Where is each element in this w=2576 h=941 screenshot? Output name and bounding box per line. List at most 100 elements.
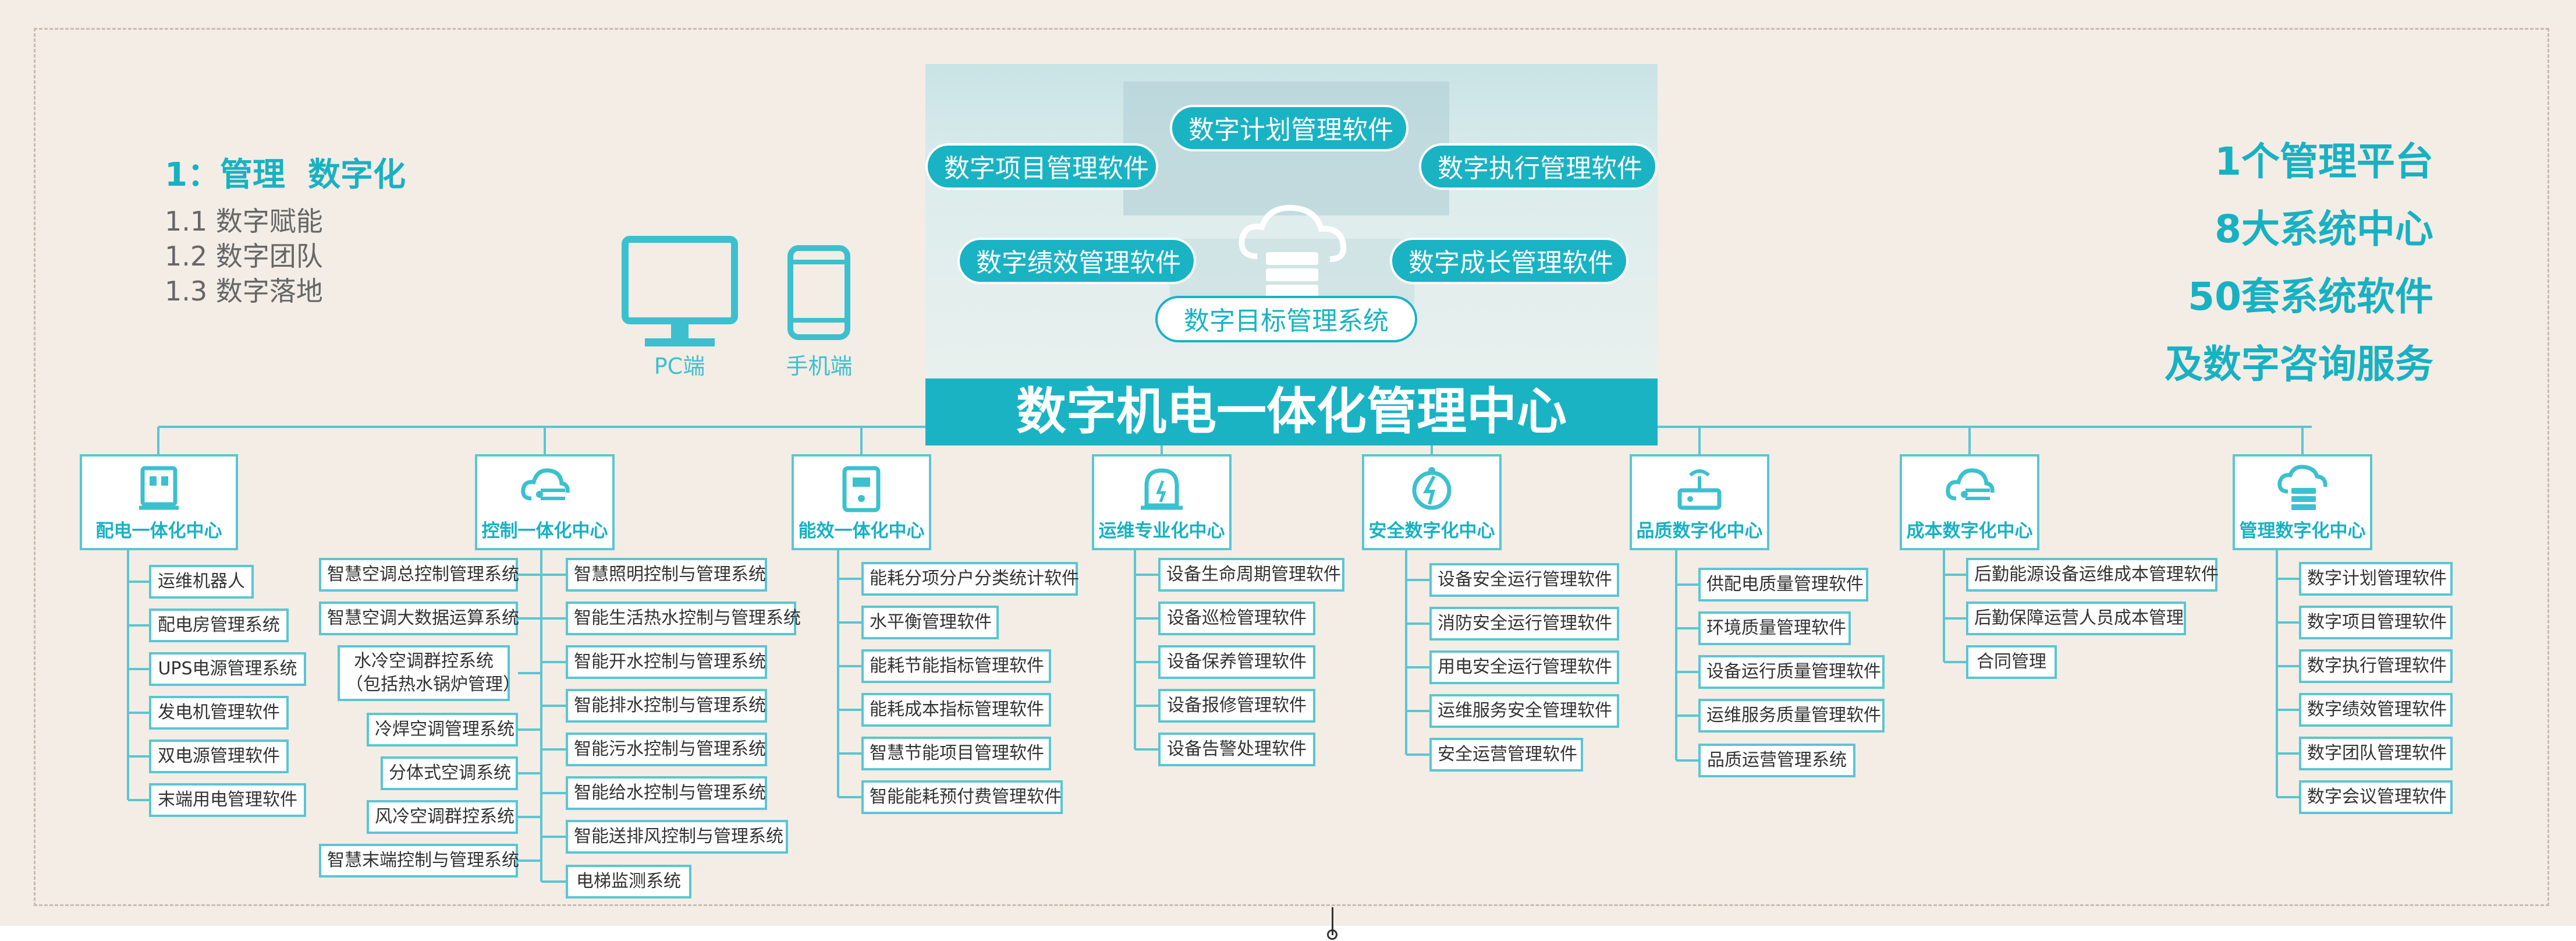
scroll-handle-dot[interactable] bbox=[1327, 929, 1337, 940]
leaf-control-l5: 分体式空调系统 bbox=[381, 756, 518, 790]
dashed-frame bbox=[34, 28, 2549, 906]
leaf-ops-1: 设备生命周期管理软件 bbox=[1158, 558, 1344, 592]
hero-image: 数字项目管理软件 数字计划管理软件 数字执行管理软件 数字绩效管理软件 数字成长… bbox=[925, 64, 1658, 378]
center-control: 控制一体化中心 bbox=[475, 454, 615, 550]
leaf-safety-5: 安全运营管理软件 bbox=[1429, 738, 1583, 772]
section-item-2: 1.2 数字团队 bbox=[165, 240, 323, 272]
leaf-ops-5: 设备告警处理软件 bbox=[1158, 733, 1315, 766]
pill-project: 数字项目管理软件 bbox=[925, 143, 1158, 190]
leaf-control-l2: 智慧空调大数据运算系统 bbox=[319, 602, 519, 635]
leaf-control-r5: 智能污水控制与管理系统 bbox=[566, 733, 767, 766]
center-management: 管理数字化中心 bbox=[2233, 454, 2372, 550]
leaf-control-r7: 智能送排风控制与管理系统 bbox=[566, 820, 788, 854]
center-label: 配电一体化中心 bbox=[95, 521, 222, 542]
pc-monitor-icon bbox=[622, 236, 738, 352]
leaf-energy-1: 能耗分项分户分类统计软件 bbox=[861, 562, 1079, 596]
leaf-energy-2: 水平衡管理软件 bbox=[861, 606, 999, 639]
section-title: 1：管理 数字化 bbox=[165, 156, 406, 194]
summary-line-4: 及数字咨询服务 bbox=[2165, 342, 2433, 387]
leaf-control-l7: 智慧末端控制与管理系统 bbox=[319, 844, 519, 878]
leaf-control-l3: 水冷空调群控系统 （包括热水锅炉管理） bbox=[338, 645, 520, 701]
leaf-energy-3: 能耗节能指标管理软件 bbox=[861, 649, 1051, 683]
summary-line-3: 50套系统软件 bbox=[2188, 274, 2433, 319]
pill-plan: 数字计划管理软件 bbox=[1170, 105, 1408, 151]
center-label: 安全数字化中心 bbox=[1368, 521, 1495, 542]
leaf-cost-3: 合同管理 bbox=[1966, 645, 2057, 679]
leaf-energy-4: 能耗成本指标管理软件 bbox=[861, 693, 1051, 727]
section-list: 1.1 数字赋能 1.2 数字团队 1.3 数字落地 bbox=[165, 204, 323, 309]
leaf-power-5: 双电源管理软件 bbox=[149, 740, 289, 773]
leaf-control-l3-line2: （包括热水锅炉管理） bbox=[346, 674, 520, 695]
center-energy-efficiency: 能效一体化中心 bbox=[792, 454, 931, 550]
leaf-mgmt-5: 数字团队管理软件 bbox=[2299, 737, 2453, 770]
pill-performance: 数字绩效管理软件 bbox=[957, 238, 1196, 284]
center-label: 能效一体化中心 bbox=[798, 521, 925, 542]
summary-block: 1个管理平台 8大系统中心 50套系统软件 及数字咨询服务 bbox=[2165, 128, 2433, 398]
cloud-server-small-icon bbox=[2276, 465, 2329, 514]
leaf-mgmt-4: 数字绩效管理软件 bbox=[2299, 693, 2453, 727]
switchgear-icon bbox=[136, 465, 182, 514]
leaf-mgmt-3: 数字执行管理软件 bbox=[2299, 649, 2453, 683]
summary-line-1: 1个管理平台 bbox=[2215, 139, 2433, 184]
leaf-control-r6: 智能给水控制与管理系统 bbox=[566, 776, 767, 810]
energy-meter-icon bbox=[841, 465, 882, 516]
leaf-power-6: 末端用电管理软件 bbox=[149, 783, 306, 817]
mobile-phone-icon bbox=[787, 245, 851, 343]
center-label: 成本数字化中心 bbox=[1906, 521, 2033, 542]
leaf-ops-3: 设备保养管理软件 bbox=[1158, 645, 1315, 679]
leaf-control-r8: 电梯监测系统 bbox=[566, 865, 691, 898]
scroll-handle[interactable] bbox=[1332, 907, 1333, 935]
leaf-safety-1: 设备安全运行管理软件 bbox=[1429, 563, 1619, 597]
safety-lightning-icon bbox=[1407, 465, 1456, 516]
leaf-safety-2: 消防安全运行管理软件 bbox=[1429, 607, 1619, 641]
leaf-mgmt-1: 数字计划管理软件 bbox=[2299, 562, 2453, 596]
leaf-energy-5: 智慧节能项目管理软件 bbox=[861, 737, 1051, 770]
center-cost: 成本数字化中心 bbox=[1900, 454, 2039, 550]
center-operations: 运维专业化中心 bbox=[1092, 454, 1232, 550]
leaf-mgmt-2: 数字项目管理软件 bbox=[2299, 606, 2453, 639]
section-item-1: 1.1 数字赋能 bbox=[165, 206, 323, 237]
leaf-quality-1: 供配电质量管理软件 bbox=[1698, 568, 1868, 602]
alarm-bell-icon bbox=[1138, 465, 1185, 516]
center-label: 品质数字化中心 bbox=[1636, 521, 1763, 542]
leaf-power-3: UPS电源管理系统 bbox=[149, 652, 306, 686]
leaf-control-r2: 智能生活热水控制与管理系统 bbox=[566, 602, 801, 635]
pill-target: 数字目标管理系统 bbox=[1155, 296, 1417, 342]
leaf-ops-4: 设备报修管理软件 bbox=[1158, 689, 1315, 723]
center-quality: 品质数字化中心 bbox=[1630, 454, 1769, 550]
leaf-power-4: 发电机管理软件 bbox=[149, 696, 289, 730]
center-power-distribution: 配电一体化中心 bbox=[80, 454, 238, 550]
leaf-control-r1: 智慧照明控制与管理系统 bbox=[566, 558, 767, 592]
bottom-strip bbox=[0, 926, 2576, 941]
cloud-cost-icon bbox=[1943, 465, 1996, 514]
leaf-control-l1: 智慧空调总控制管理系统 bbox=[319, 558, 519, 592]
leaf-control-r3: 智能开水控制与管理系统 bbox=[566, 645, 767, 679]
main-center-title: 数字机电一体化管理中心 bbox=[925, 378, 1658, 445]
leaf-cost-1: 后勤能源设备运维成本管理软件 bbox=[1966, 558, 2219, 592]
leaf-control-l6: 风冷空调群控系统 bbox=[367, 800, 518, 834]
leaf-power-1: 运维机器人 bbox=[149, 565, 254, 599]
leaf-quality-4: 运维服务质量管理软件 bbox=[1698, 699, 1885, 733]
leaf-ops-2: 设备巡检管理软件 bbox=[1158, 602, 1315, 635]
center-label: 运维专业化中心 bbox=[1098, 521, 1225, 542]
pill-growth: 数字成长管理软件 bbox=[1390, 238, 1628, 284]
leaf-mgmt-6: 数字会议管理软件 bbox=[2299, 780, 2453, 814]
leaf-safety-3: 用电安全运行管理软件 bbox=[1429, 650, 1619, 684]
center-label: 管理数字化中心 bbox=[2239, 521, 2366, 542]
pc-label: PC端 bbox=[654, 353, 705, 379]
router-icon bbox=[1675, 465, 1724, 516]
leaf-control-l4: 冷焊空调管理系统 bbox=[367, 713, 518, 747]
leaf-quality-3: 设备运行质量管理软件 bbox=[1698, 655, 1885, 689]
mobile-label: 手机端 bbox=[786, 353, 853, 379]
leaf-cost-2: 后勤保障运营人员成本管理 bbox=[1966, 602, 2186, 635]
leaf-energy-6: 智能能耗预付费管理软件 bbox=[861, 780, 1063, 814]
pill-execute: 数字执行管理软件 bbox=[1419, 143, 1658, 190]
center-safety: 安全数字化中心 bbox=[1362, 454, 1502, 550]
center-label: 控制一体化中心 bbox=[481, 521, 608, 542]
leaf-control-l3-line1: 水冷空调群控系统 bbox=[354, 651, 494, 671]
cloud-control-icon bbox=[519, 465, 571, 514]
leaf-quality-5: 品质运营管理系统 bbox=[1698, 744, 1855, 777]
section-item-3: 1.3 数字落地 bbox=[165, 275, 323, 307]
cloud-server-icon bbox=[1234, 201, 1350, 302]
